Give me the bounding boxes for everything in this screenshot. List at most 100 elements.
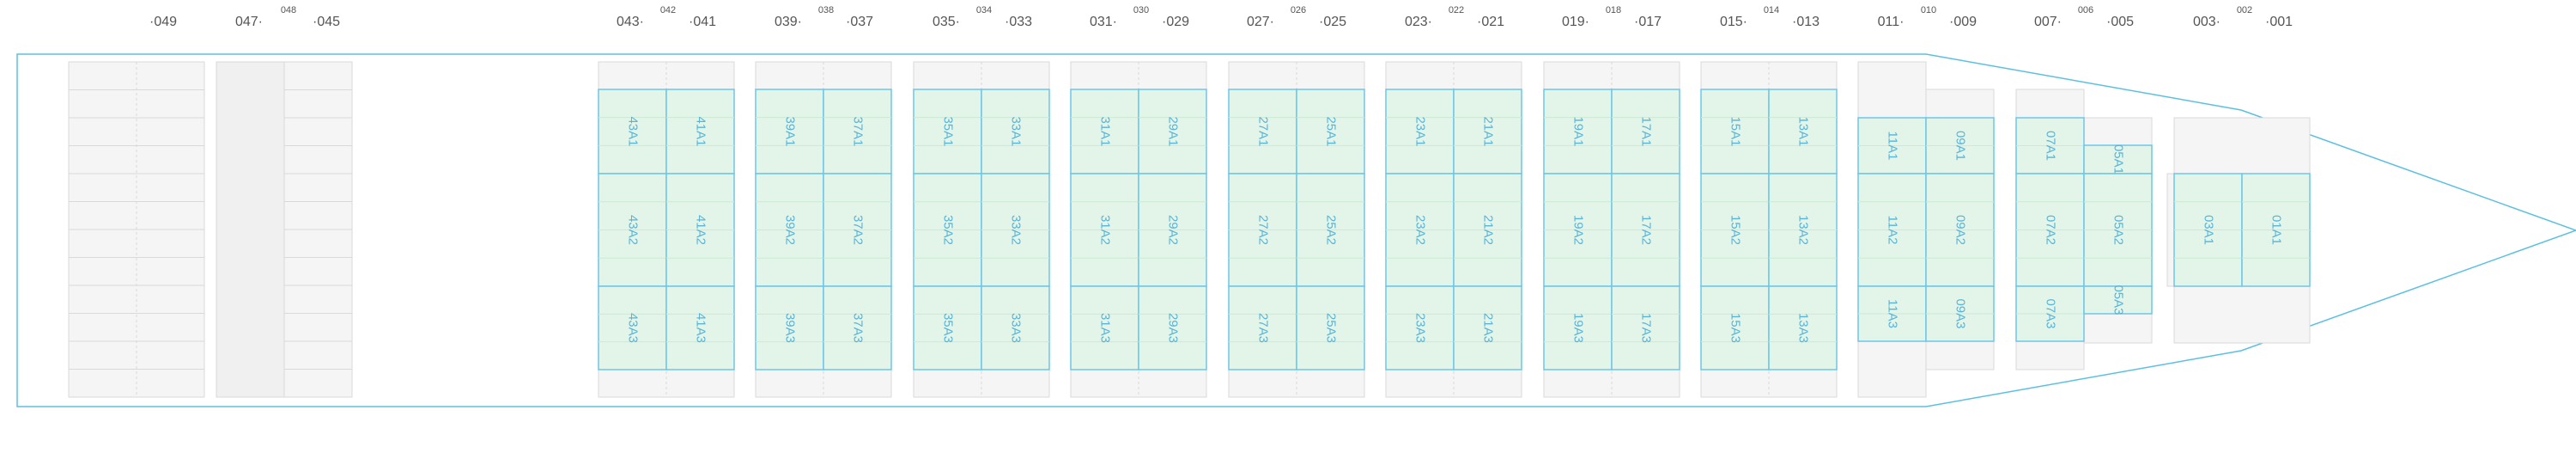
slot-13A1[interactable]: 13A1 (1768, 89, 1838, 174)
bay-label[interactable]: 047· (235, 15, 263, 29)
slot-11A1[interactable]: 11A1 (1857, 117, 1927, 174)
even-bay-label[interactable]: 042 (660, 5, 676, 15)
bay-label[interactable]: ·029 (1162, 15, 1189, 29)
bay-label[interactable]: 011· (1878, 15, 1905, 29)
slot-23A3[interactable]: 23A3 (1385, 285, 1455, 370)
slot-43A3[interactable]: 43A3 (598, 285, 667, 370)
bay-label[interactable]: 015· (1720, 15, 1747, 29)
slot-09A2[interactable]: 09A2 (1925, 173, 1995, 287)
slot-33A3[interactable]: 33A3 (981, 285, 1050, 370)
bay-label[interactable]: 035· (933, 15, 960, 29)
slot-41A1[interactable]: 41A1 (665, 89, 735, 174)
even-bay-label[interactable]: 006 (2078, 5, 2093, 15)
bay-label[interactable]: ·025 (1319, 15, 1346, 29)
slot-31A3[interactable]: 31A3 (1070, 285, 1139, 370)
slot-05A3[interactable]: 05A3 (2083, 285, 2153, 315)
slot-21A1[interactable]: 21A1 (1453, 89, 1522, 174)
even-bay-label[interactable]: 026 (1291, 5, 1306, 15)
slot-11A3[interactable]: 11A3 (1857, 285, 1927, 342)
slot-27A2[interactable]: 27A2 (1228, 173, 1297, 287)
slot-19A2[interactable]: 19A2 (1543, 173, 1613, 287)
bay-label[interactable]: 019· (1562, 15, 1589, 29)
even-bay-label[interactable]: 038 (818, 5, 834, 15)
slot-31A2[interactable]: 31A2 (1070, 173, 1139, 287)
slot-07A2[interactable]: 07A2 (2015, 173, 2085, 287)
even-bay-label[interactable]: 010 (1921, 5, 1936, 15)
slot-17A1[interactable]: 17A1 (1611, 89, 1680, 174)
slot-15A1[interactable]: 15A1 (1700, 89, 1770, 174)
slot-09A1[interactable]: 09A1 (1925, 117, 1995, 174)
slot-15A3[interactable]: 15A3 (1700, 285, 1770, 370)
slot-11A2[interactable]: 11A2 (1857, 173, 1927, 287)
slot-39A1[interactable]: 39A1 (755, 89, 824, 174)
slot-35A2[interactable]: 35A2 (913, 173, 982, 287)
slot-label: 07A3 (2044, 298, 2058, 328)
bay-label[interactable]: 031· (1090, 15, 1117, 29)
slot-39A3[interactable]: 39A3 (755, 285, 824, 370)
even-bay-label[interactable]: 030 (1133, 5, 1149, 15)
slot-23A2[interactable]: 23A2 (1385, 173, 1455, 287)
slot-25A1[interactable]: 25A1 (1296, 89, 1365, 174)
slot-35A1[interactable]: 35A1 (913, 89, 982, 174)
slot-31A1[interactable]: 31A1 (1070, 89, 1139, 174)
even-bay-label[interactable]: 034 (976, 5, 992, 15)
slot-13A2[interactable]: 13A2 (1768, 173, 1838, 287)
slot-05A2[interactable]: 05A2 (2083, 173, 2153, 287)
even-bay-label[interactable]: 014 (1764, 5, 1779, 15)
slot-33A1[interactable]: 33A1 (981, 89, 1050, 174)
slot-41A2[interactable]: 41A2 (665, 173, 735, 287)
slot-37A2[interactable]: 37A2 (823, 173, 892, 287)
slot-41A3[interactable]: 41A3 (665, 285, 735, 370)
slot-25A3[interactable]: 25A3 (1296, 285, 1365, 370)
bay-label[interactable]: ·013 (1792, 15, 1820, 29)
slot-19A1[interactable]: 19A1 (1543, 89, 1613, 174)
bay-label[interactable]: ·037 (846, 15, 873, 29)
even-bay-label[interactable]: 048 (281, 5, 296, 15)
bay-label[interactable]: 003· (2193, 15, 2221, 29)
slot-39A2[interactable]: 39A2 (755, 173, 824, 287)
slot-43A2[interactable]: 43A2 (598, 173, 667, 287)
slot-07A3[interactable]: 07A3 (2015, 285, 2085, 342)
bay-label[interactable]: 027· (1247, 15, 1274, 29)
slot-43A1[interactable]: 43A1 (598, 89, 667, 174)
slot-37A3[interactable]: 37A3 (823, 285, 892, 370)
bay-label[interactable]: ·041 (689, 15, 716, 29)
bay-label[interactable]: ·033 (1005, 15, 1032, 29)
bay-label[interactable]: ·045 (313, 15, 340, 29)
bay-label[interactable]: ·017 (1634, 15, 1662, 29)
slot-35A3[interactable]: 35A3 (913, 285, 982, 370)
slot-29A3[interactable]: 29A3 (1138, 285, 1207, 370)
slot-07A1[interactable]: 07A1 (2015, 117, 2085, 174)
bay-label[interactable]: ·001 (2265, 15, 2293, 29)
slot-09A3[interactable]: 09A3 (1925, 285, 1995, 342)
bay-label[interactable]: ·021 (1477, 15, 1504, 29)
slot-19A3[interactable]: 19A3 (1543, 285, 1613, 370)
slot-29A2[interactable]: 29A2 (1138, 173, 1207, 287)
slot-29A1[interactable]: 29A1 (1138, 89, 1207, 174)
even-bay-label[interactable]: 022 (1449, 5, 1464, 15)
bay-label[interactable]: 043· (617, 15, 644, 29)
slot-27A1[interactable]: 27A1 (1228, 89, 1297, 174)
slot-27A3[interactable]: 27A3 (1228, 285, 1297, 370)
slot-01A1[interactable]: 01A1 (2241, 173, 2311, 287)
bay-label[interactable]: ·005 (2106, 15, 2134, 29)
slot-25A2[interactable]: 25A2 (1296, 173, 1365, 287)
slot-17A3[interactable]: 17A3 (1611, 285, 1680, 370)
bay-label[interactable]: ·009 (1949, 15, 1977, 29)
slot-33A2[interactable]: 33A2 (981, 173, 1050, 287)
slot-15A2[interactable]: 15A2 (1700, 173, 1770, 287)
even-bay-label[interactable]: 018 (1606, 5, 1621, 15)
bay-label[interactable]: 039· (775, 15, 802, 29)
slot-03A1[interactable]: 03A1 (2173, 173, 2243, 287)
slot-21A2[interactable]: 21A2 (1453, 173, 1522, 287)
slot-21A3[interactable]: 21A3 (1453, 285, 1522, 370)
slot-17A2[interactable]: 17A2 (1611, 173, 1680, 287)
even-bay-label[interactable]: 002 (2237, 5, 2252, 15)
slot-13A3[interactable]: 13A3 (1768, 285, 1838, 370)
slot-23A1[interactable]: 23A1 (1385, 89, 1455, 174)
bay-label[interactable]: 007· (2034, 15, 2062, 29)
slot-05A1[interactable]: 05A1 (2083, 144, 2153, 174)
bay-label[interactable]: ·049 (149, 15, 177, 29)
slot-37A1[interactable]: 37A1 (823, 89, 892, 174)
bay-label[interactable]: 023· (1405, 15, 1432, 29)
